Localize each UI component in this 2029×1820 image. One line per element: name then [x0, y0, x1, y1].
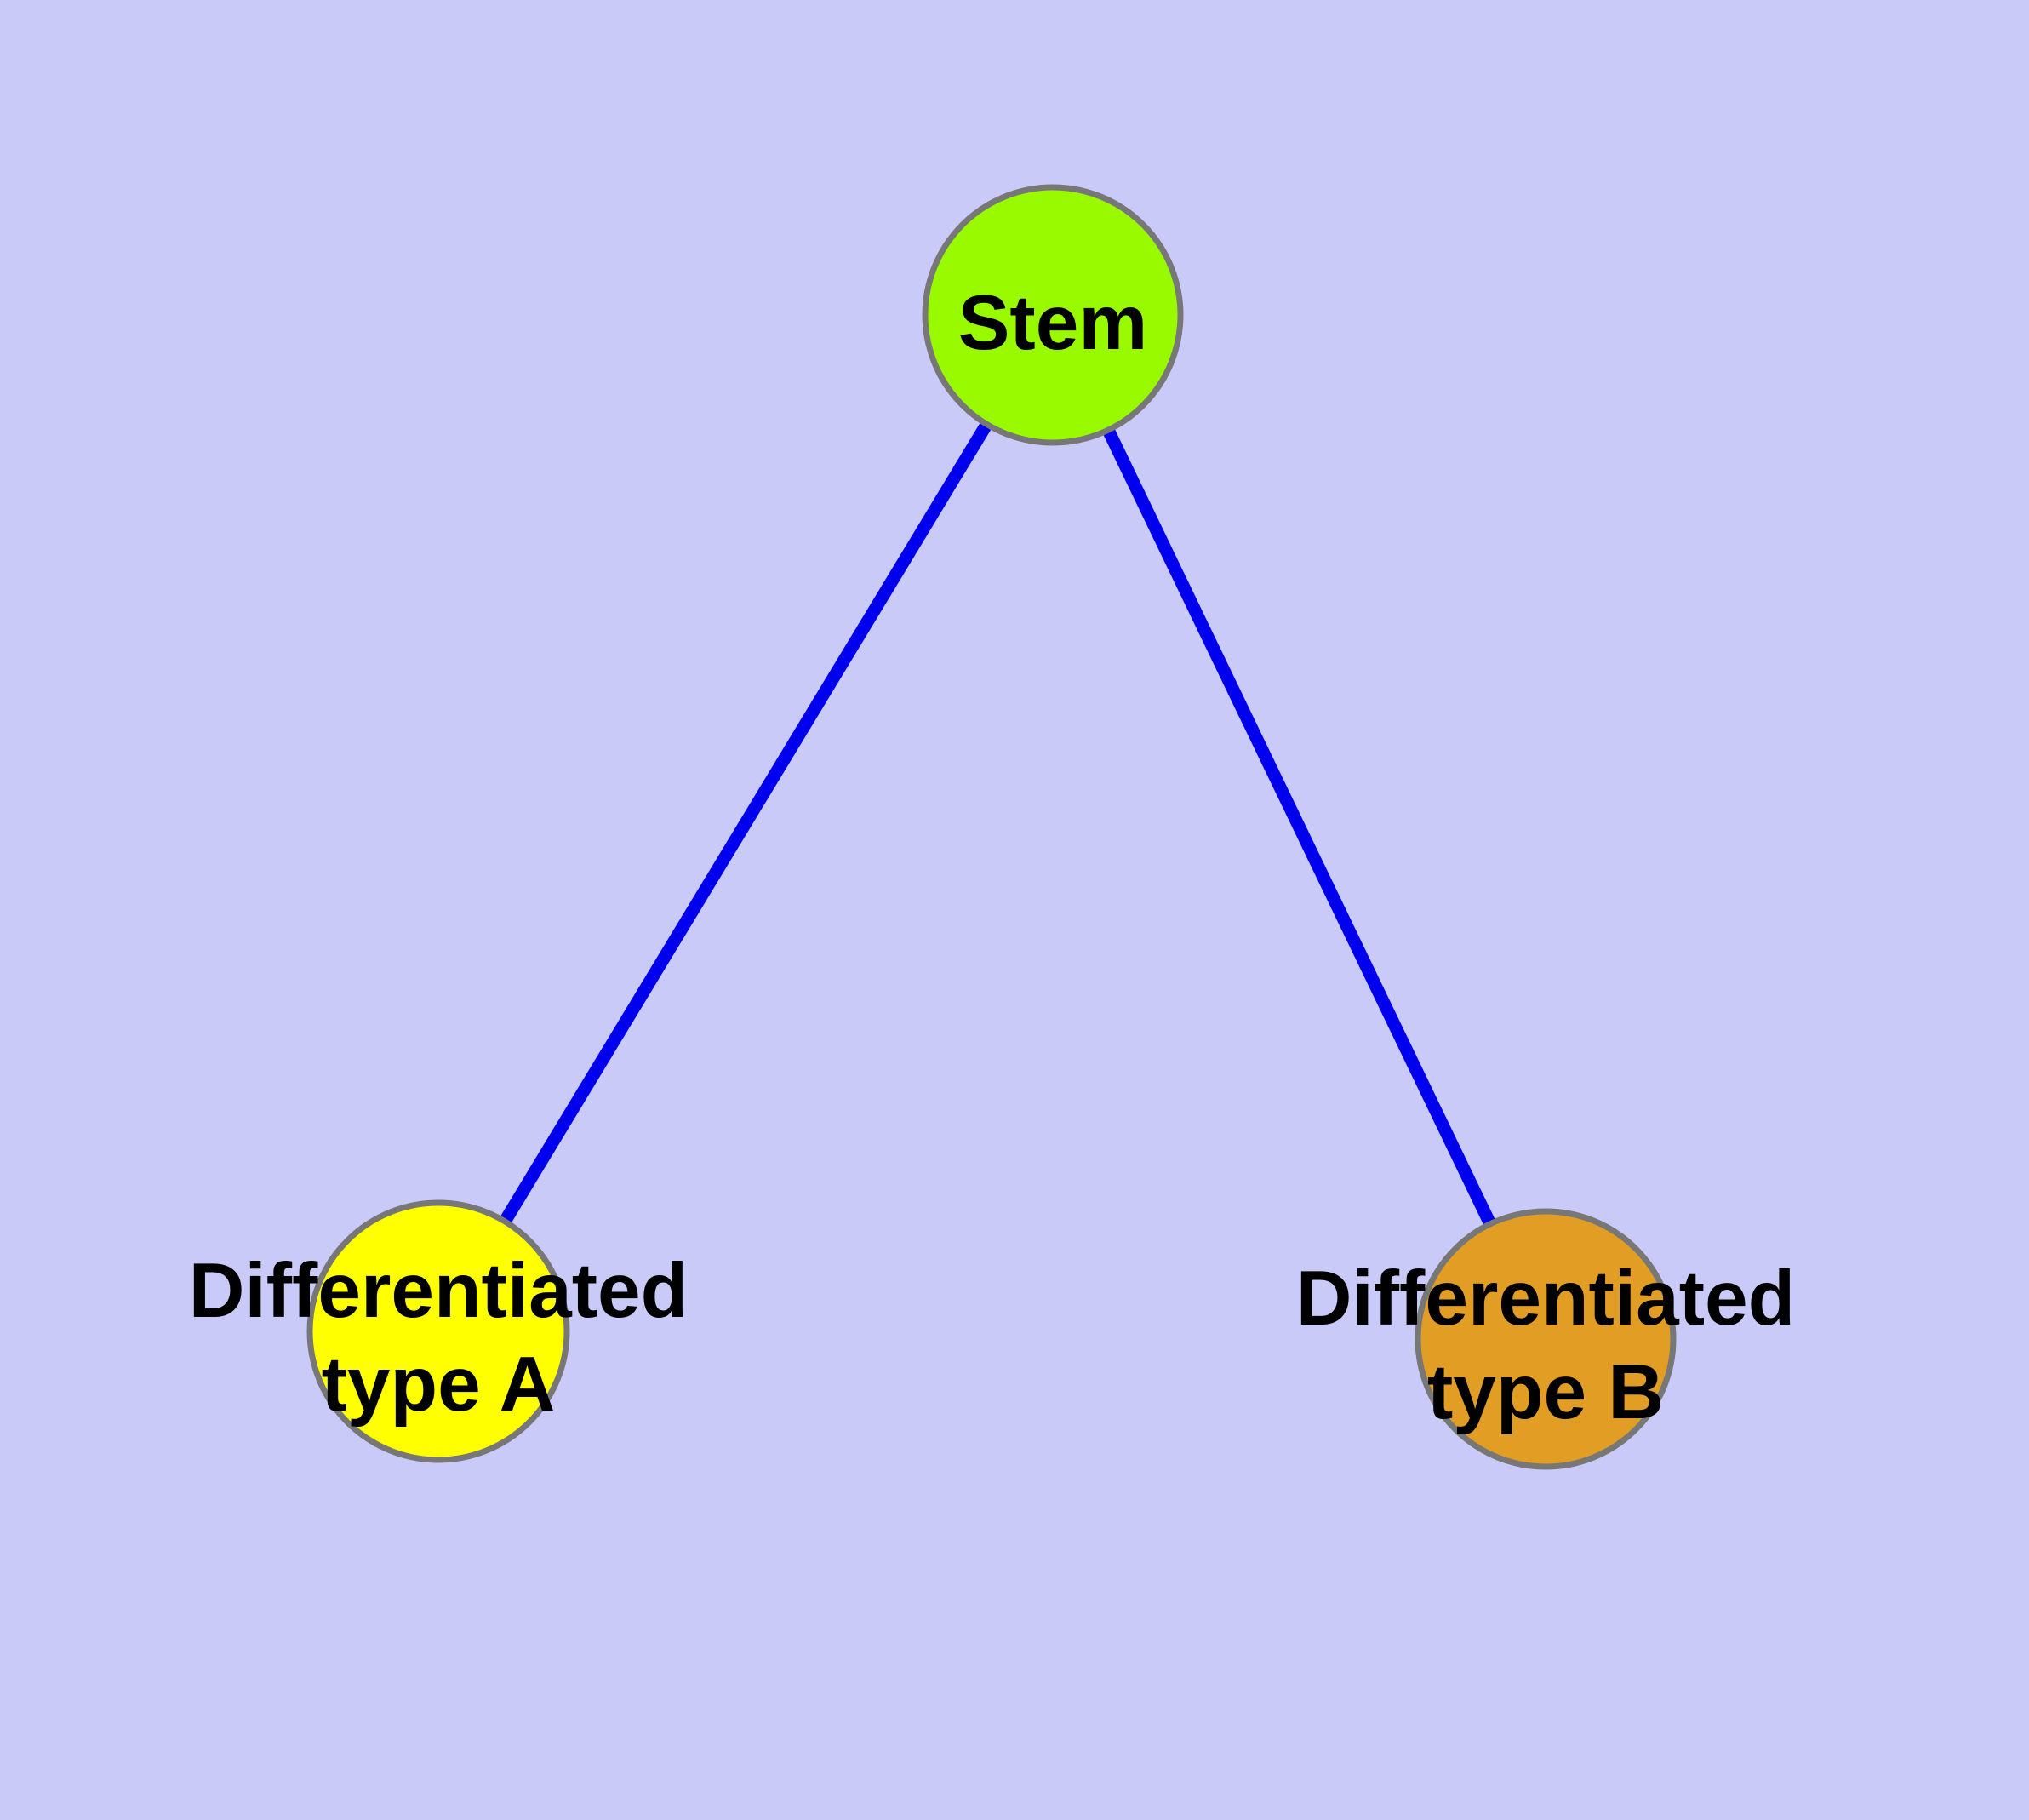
node-type-a-circle	[306, 1199, 570, 1463]
node-type-a-label-line2: type A	[322, 1342, 556, 1428]
node-stem-circle	[922, 184, 1184, 446]
edge-layer	[432, 312, 1552, 1342]
node-stem-label: Stem	[958, 280, 1148, 366]
edge-stem-to-type-a	[432, 312, 1059, 1335]
edge-stem-to-type-b	[1047, 312, 1552, 1342]
node-type-a-label-line1: Differentiated	[189, 1248, 689, 1334]
node-differentiated-type-a: Differentiated type A	[189, 1199, 689, 1463]
node-type-b-label-line2: type B	[1427, 1349, 1664, 1435]
node-type-b-label-line1: Differentiated	[1296, 1256, 1796, 1342]
node-stem: Stem	[922, 184, 1184, 446]
node-differentiated-type-b: Differentiated type B	[1296, 1208, 1796, 1470]
node-type-b-circle	[1415, 1208, 1677, 1470]
